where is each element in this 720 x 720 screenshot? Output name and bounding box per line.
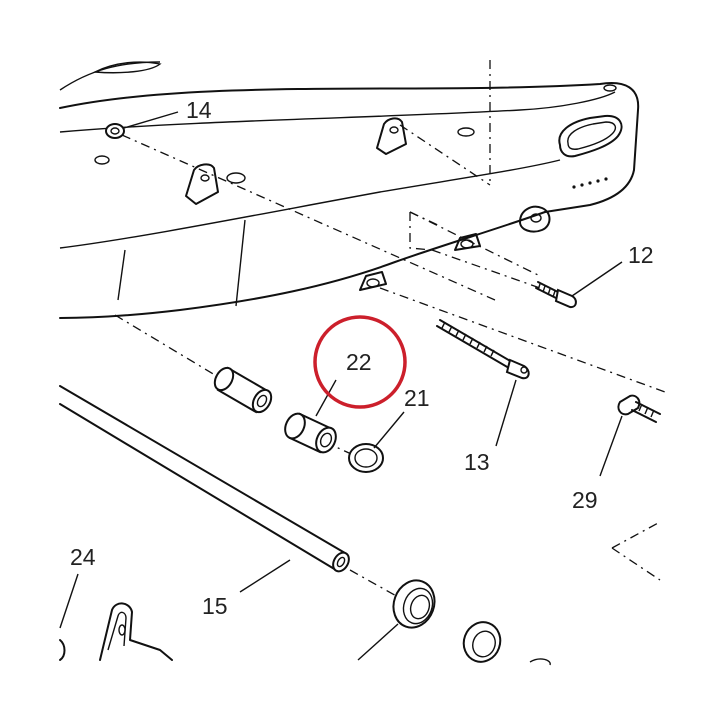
label-24: 24: [70, 544, 96, 570]
nut-14: [105, 123, 125, 139]
assembly-axis-lines: [114, 60, 666, 599]
bolt-29: [617, 394, 661, 423]
bolt-13: [436, 319, 530, 380]
label-12: 12: [628, 242, 654, 268]
bearing-ring: [392, 579, 436, 629]
seal-ring-21: [348, 443, 384, 473]
label-29: 29: [572, 487, 598, 513]
label-21: 21: [404, 385, 430, 411]
bolt-12: [535, 281, 577, 309]
label-13: 13: [464, 449, 490, 475]
label-15: 15: [202, 593, 228, 619]
swingarm-frame: [59, 61, 640, 319]
washer: [462, 621, 551, 666]
spacer-tube: [213, 366, 273, 414]
bushing-22: [284, 412, 337, 454]
bracket-24: [59, 602, 173, 661]
part-labels: 14 12 22 21 13 29 24 15: [70, 97, 654, 619]
right-dashed-detail: [409, 211, 441, 227]
label-14: 14: [186, 97, 212, 123]
mounting-brackets: [185, 117, 551, 291]
rivet-dots: [572, 177, 608, 189]
pivot-shaft-15: [59, 385, 350, 573]
leader-lines: [59, 111, 623, 661]
highlight-circle: [313, 315, 407, 409]
label-22: 22: [346, 349, 372, 375]
